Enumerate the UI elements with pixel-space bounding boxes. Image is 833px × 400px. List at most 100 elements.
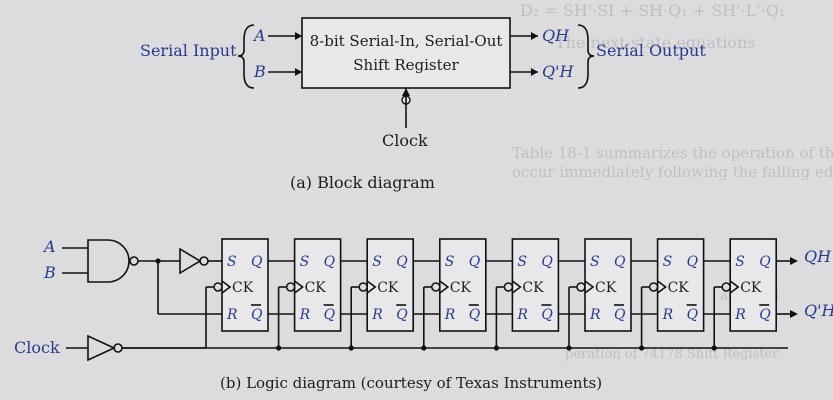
flip-flop-6 xyxy=(584,238,632,332)
ff-clock-triangle-icon xyxy=(584,280,595,294)
ff-clock-triangle-icon xyxy=(657,280,667,294)
ff-qbar-label: Q xyxy=(469,307,481,323)
junction-dot xyxy=(421,345,427,351)
ff-clock-triangle-icon xyxy=(511,280,522,294)
logic-clock-label: Clock xyxy=(14,338,60,357)
serial-input-label: Serial Input xyxy=(140,41,237,60)
ff-ck-label: CK xyxy=(232,280,254,296)
ff-q-label: Q xyxy=(541,254,553,270)
ff-clock-bubble xyxy=(285,282,296,292)
arrow-icon xyxy=(295,68,302,76)
serial-output-label: Serial Output xyxy=(596,41,706,60)
inverter-gate-icon xyxy=(179,247,202,275)
ff-s-label: S xyxy=(517,254,527,270)
arrow-icon xyxy=(295,32,302,40)
ff-ck-label: CK xyxy=(595,280,617,296)
ghost-text-6: peration of 74178 Shift Register xyxy=(565,347,779,362)
ff-clock-triangle-icon xyxy=(439,280,450,294)
logic-qh-prime-label: Q'H xyxy=(804,301,833,320)
ff-clock-bubble xyxy=(213,282,223,292)
flip-flop-3 xyxy=(366,238,415,332)
ff-q-label: Q xyxy=(324,254,336,270)
ff-s-label: S xyxy=(735,254,745,270)
ff-s-label: S xyxy=(372,254,382,270)
ff-qbar-label: Q xyxy=(541,307,553,323)
ghost-text-2: The next-state equations xyxy=(555,33,756,52)
ff-r-label: R xyxy=(662,307,674,323)
ff-ck-label: CK xyxy=(740,280,762,296)
arrow-icon xyxy=(790,257,798,265)
logic-diagram-caption: (b) Logic diagram (courtesy of Texas Ins… xyxy=(220,374,602,392)
logic-input-a-label: A xyxy=(42,237,56,256)
ff-clock-bubble xyxy=(431,282,441,292)
ff-clock-triangle-icon xyxy=(366,280,377,294)
ff-q-label: Q xyxy=(469,254,481,270)
ff-clock-bubble xyxy=(576,282,586,292)
ff-clock-bubble xyxy=(358,282,368,292)
junction-dot xyxy=(276,345,282,351)
ff-ck-label: CK xyxy=(305,280,327,296)
junction-dot xyxy=(711,345,717,351)
ff-q-label: Q xyxy=(759,254,771,270)
junction-dot xyxy=(493,345,499,351)
ff-r-label: R xyxy=(589,307,601,323)
block-diagram: Serial Input A B 8-bit Serial-In, Serial… xyxy=(140,17,706,192)
junction-dot xyxy=(639,345,645,351)
logic-input-b-label: B xyxy=(43,263,56,282)
arrow-icon xyxy=(531,68,538,76)
flip-flop-5 xyxy=(511,238,560,332)
block-diagram-caption: (a) Block diagram xyxy=(290,173,435,192)
block-clock-label: Clock xyxy=(382,131,428,150)
ff-clock-triangle-icon xyxy=(221,280,232,294)
ff-qbar-label: Q xyxy=(251,307,263,323)
ff-clock-bubble xyxy=(503,282,514,292)
ff-ck-label: CK xyxy=(522,280,544,296)
ff-qbar-label: Q xyxy=(396,307,408,323)
ff-r-label: R xyxy=(444,307,456,323)
ff-s-label: S xyxy=(227,254,237,270)
serial-input-brace xyxy=(237,24,255,89)
ghost-text-3: Table 18-1 summarizes the operation of t… xyxy=(512,144,833,162)
block-qh-label: QH xyxy=(542,26,570,45)
ff-r-label: R xyxy=(371,307,383,323)
junction-dot xyxy=(566,345,572,351)
flip-flop-8 xyxy=(729,238,778,332)
ff-q-label: Q xyxy=(396,254,408,270)
ff-r-label: R xyxy=(516,307,528,323)
shift-register-block xyxy=(301,17,511,89)
ff-q-label: Q xyxy=(614,254,626,270)
ff-r-label: R xyxy=(734,307,746,323)
ff-r-label: R xyxy=(226,307,238,323)
ff-qbar-label: Q xyxy=(614,307,626,323)
clock-inverter-icon xyxy=(87,334,116,362)
ff-qbar-label: Q xyxy=(687,307,699,323)
ff-s-label: S xyxy=(445,254,455,270)
background-bleed-text: D₂ = SH'·SI + SH·Q₁ + SH'·L'·Q₁ The next… xyxy=(512,1,833,362)
ff-qbar-label: Q xyxy=(759,307,771,323)
block-title-line1: 8-bit Serial-In, Serial-Out xyxy=(310,32,503,50)
flip-flop-4 xyxy=(438,238,487,332)
arrow-icon xyxy=(402,88,410,96)
flip-flop-1 xyxy=(221,238,269,332)
ff-qbar-label: Q xyxy=(324,307,336,323)
ghost-equation-1: D₂ = SH'·SI + SH·Q₁ + SH'·L'·Q₁ xyxy=(520,1,785,20)
ff-ck-label: CK xyxy=(377,280,399,296)
ghost-text-4: occur immediately following the falling … xyxy=(512,163,833,181)
block-input-a-label: A xyxy=(252,26,266,45)
ff-clock-bubble xyxy=(648,282,659,292)
arrow-icon xyxy=(790,310,798,318)
serial-output-brace xyxy=(577,24,595,89)
logic-qh-label: QH xyxy=(804,247,832,266)
ff-clock-triangle-icon xyxy=(729,280,740,294)
nand-gate-icon xyxy=(87,239,130,283)
block-qh-prime-label: Q'H xyxy=(542,62,575,81)
ff-q-label: Q xyxy=(687,254,699,270)
ff-s-label: S xyxy=(663,254,673,270)
ff-q-label: Q xyxy=(251,254,263,270)
ff-r-label: R xyxy=(299,307,311,323)
ff-ck-label: CK xyxy=(450,280,472,296)
flip-flop-7 xyxy=(656,238,705,332)
